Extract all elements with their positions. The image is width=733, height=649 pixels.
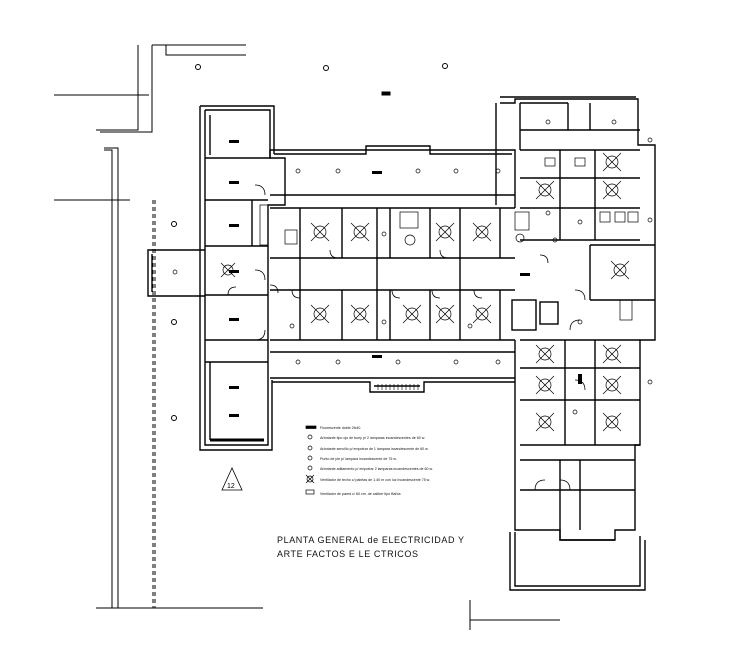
wall-fan-icon — [305, 489, 315, 495]
legend-text-5: Arbotante aditamento p/ empotrar 2 lampa… — [320, 467, 433, 471]
sheet-marker-label: 12 — [227, 483, 235, 490]
legend-text-2: Arbotante tipo ojo de buey p/ 2 lamparas… — [320, 436, 425, 440]
legend-texts: Fluorescente doble 2fx40 Arbotante tipo … — [320, 426, 433, 496]
recessed-light-icon — [307, 465, 313, 471]
ceiling-outlet-icon — [307, 434, 313, 440]
site-boundary-lines — [54, 44, 560, 630]
ceiling-fans — [220, 152, 630, 432]
fluorescent-bar-icon — [305, 425, 317, 429]
legend-text-4: Punto de pie p/ lampara incandescente de… — [320, 457, 397, 461]
legend-symbols — [305, 425, 317, 495]
sheet-marker: 12 — [221, 467, 243, 491]
legend-text-1: Fluorescente doble 2fx40 — [320, 426, 360, 430]
entry-steps — [377, 384, 419, 390]
drawing-title-line-2: ARTE FACTOS E LE CTRICOS — [277, 549, 419, 559]
building-walls — [147, 96, 656, 591]
fluorescent-fixtures — [229, 140, 582, 417]
legend-text-6: Ventilador de techo c/ paletas de 1.40 m… — [320, 478, 430, 482]
outlet-symbols — [172, 119, 653, 415]
outdoor-lights — [171, 63, 448, 421]
restroom-fixtures — [259, 157, 639, 321]
door-swings — [227, 184, 586, 491]
floor-lamp-icon — [307, 455, 313, 461]
legend-text-7: Ventilador de pared c/ 60 cm. de caliber… — [320, 492, 401, 496]
ceiling-fan-icon — [305, 474, 315, 484]
wall-sconce-icon — [307, 445, 313, 451]
legend-text-3: Arbotante sencillo p/ empotrar de 1 lamp… — [320, 447, 428, 451]
drawing-title-line-1: PLANTA GENERAL de ELECTRICIDAD Y — [277, 535, 465, 545]
